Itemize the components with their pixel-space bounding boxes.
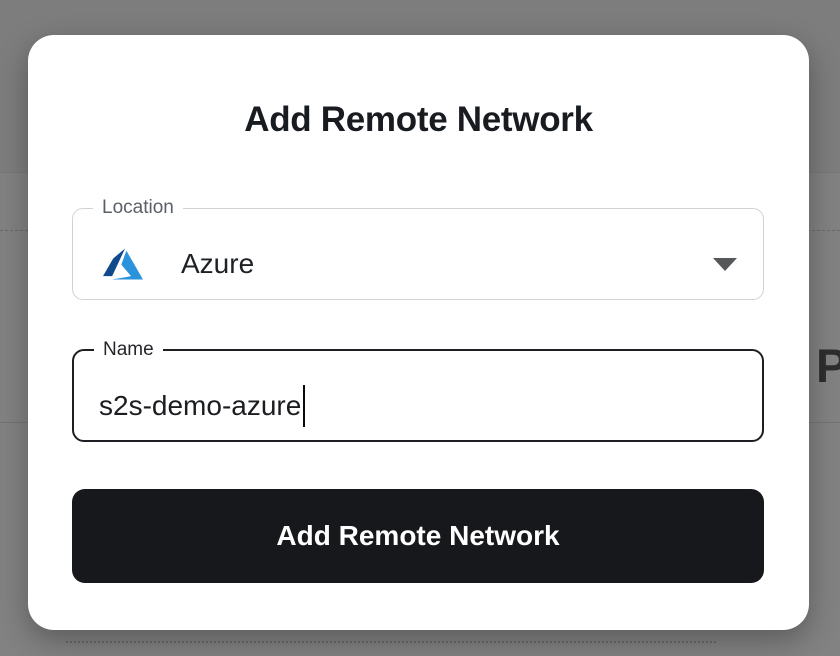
background-table-row-divider — [66, 641, 716, 643]
location-selected-value: Azure — [181, 248, 255, 279]
azure-logo-icon — [103, 248, 143, 280]
name-input-value: s2s-demo-azure — [99, 389, 302, 421]
location-select[interactable]: Azure — [73, 229, 763, 299]
location-field: Location Azure — [72, 197, 764, 300]
location-field-label: Location — [102, 197, 174, 218]
name-field-label: Name — [103, 339, 154, 360]
name-field: Name s2s-demo-azure — [72, 339, 764, 442]
add-remote-network-dialog: Add Remote Network Location Azure Name s… — [28, 35, 809, 630]
chevron-down-icon — [713, 257, 737, 271]
add-remote-network-button[interactable]: Add Remote Network — [72, 489, 764, 583]
dialog-title: Add Remote Network — [244, 100, 593, 139]
name-input[interactable]: s2s-demo-azure — [74, 371, 762, 440]
background-partial-text: P — [816, 339, 840, 392]
text-caret — [303, 384, 306, 427]
